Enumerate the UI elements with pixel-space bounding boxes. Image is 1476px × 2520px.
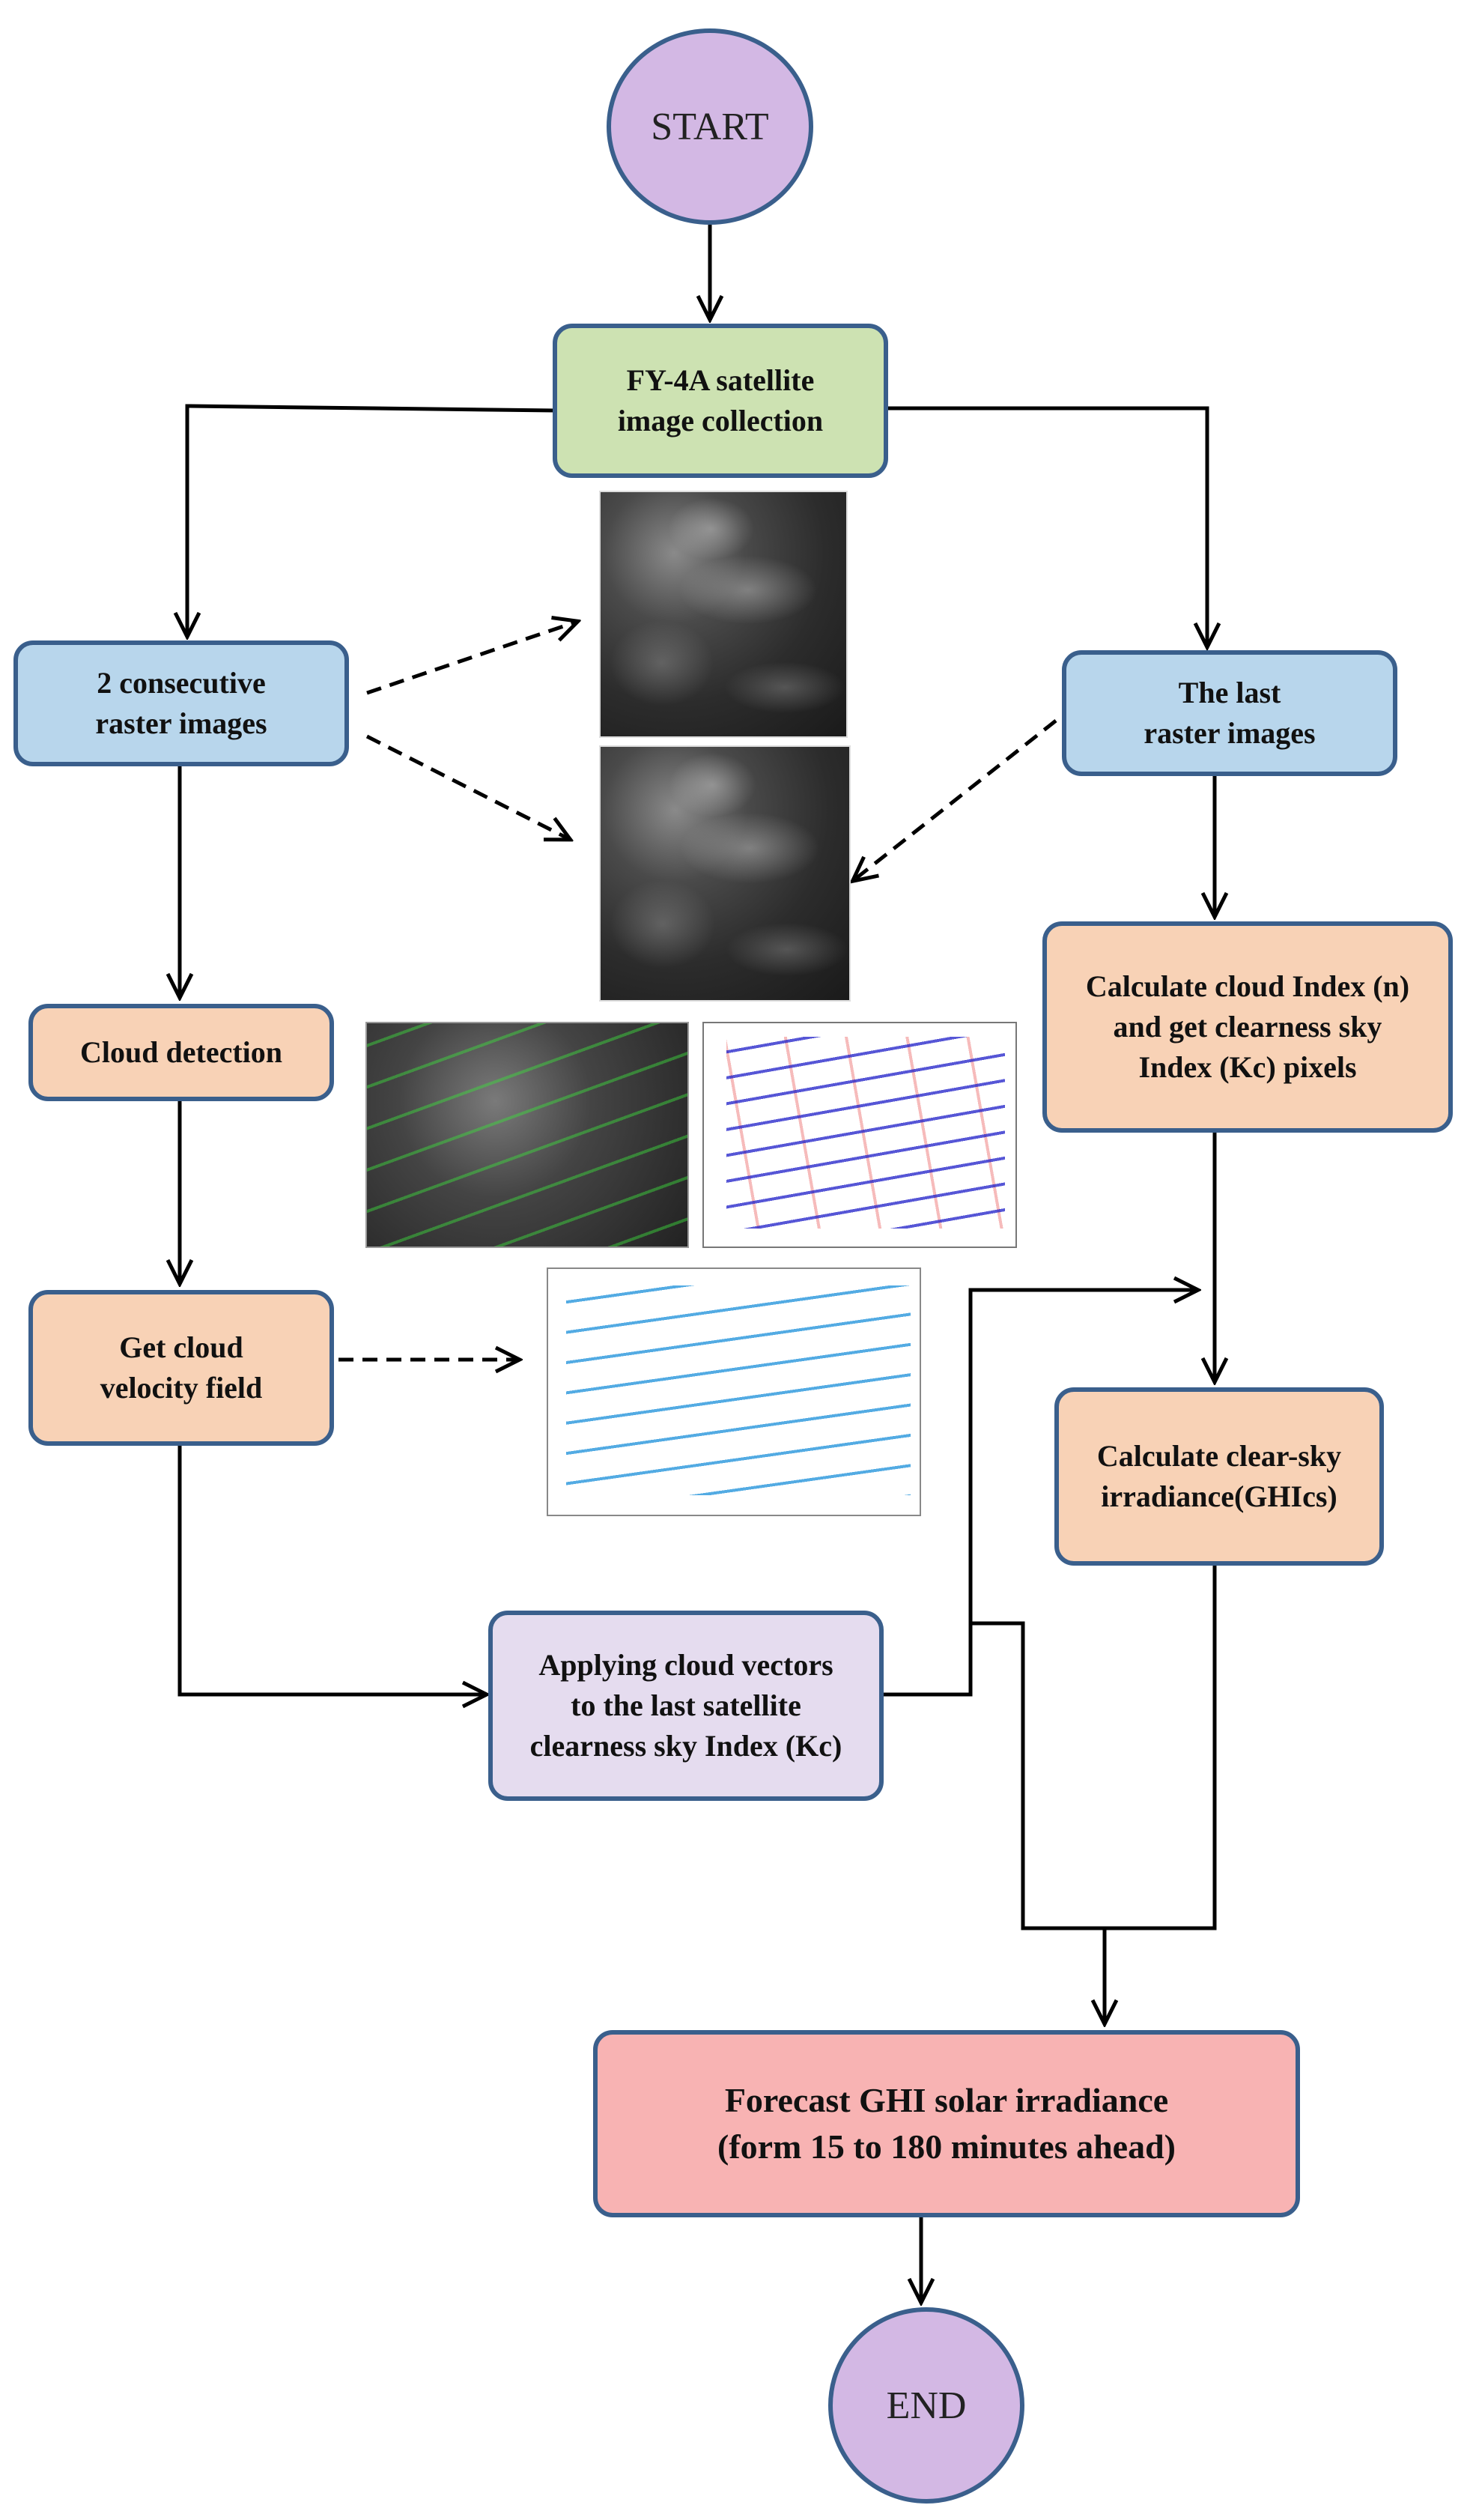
cloud-motion-overlay-image	[365, 1022, 689, 1248]
last-raster-images-label: The last raster images	[1144, 676, 1316, 750]
end-node: END	[828, 2307, 1024, 2504]
dashed-arrow-last-image-to-bottom-sat	[854, 719, 1057, 880]
vector-field-plot-blue	[547, 1267, 921, 1516]
clear-sky-irradiance-label: Calculate clear-sky irradiance(GHIcs)	[1096, 1439, 1342, 1513]
forecast-box: Forecast GHI solar irradiance (form 15 t…	[593, 2030, 1300, 2217]
end-label: END	[886, 2384, 967, 2427]
arrow-velocity-to-apply	[177, 1446, 485, 1694]
cloud-velocity-label: Get cloud velocity field	[100, 1330, 263, 1405]
start-label: START	[651, 105, 769, 148]
clear-sky-irradiance-box: Calculate clear-sky irradiance(GHIcs)	[1054, 1387, 1384, 1566]
cloud-detection-label: Cloud detection	[80, 1035, 282, 1069]
forecast-label: Forecast GHI solar irradiance (form 15 t…	[717, 2080, 1176, 2166]
dashed-arrow-two-images-to-bottom-sat	[365, 734, 569, 839]
collection-label: FY-4A satellite image collection	[617, 363, 824, 437]
cloud-detection-box: Cloud detection	[28, 1004, 334, 1101]
dashed-arrow-two-images-to-top-sat	[366, 622, 577, 695]
satellite-image-top	[599, 491, 848, 738]
two-consecutive-images-box: 2 consecutive raster images	[13, 640, 349, 766]
cloud-index-box: Calculate cloud Index (n) and get clearn…	[1042, 921, 1453, 1133]
start-node: START	[607, 28, 813, 225]
line-apply-to-forecast	[971, 1566, 1217, 1930]
arrow-apply-to-upper	[884, 1290, 1197, 1697]
cloud-velocity-box: Get cloud velocity field	[28, 1290, 334, 1446]
last-raster-images-box: The last raster images	[1062, 650, 1397, 776]
arrow-collection-to-last-image	[885, 406, 1207, 646]
vector-field-plot-red-blue	[702, 1022, 1017, 1248]
satellite-image-bottom	[599, 745, 851, 1002]
arrow-collection-to-two-images	[187, 404, 556, 635]
apply-cloud-vectors-box: Applying cloud vectors to the last satel…	[488, 1611, 884, 1801]
two-consecutive-images-label: 2 consecutive raster images	[95, 666, 267, 740]
apply-cloud-vectors-label: Applying cloud vectors to the last satel…	[529, 1648, 842, 1763]
collection-box: FY-4A satellite image collection	[553, 324, 888, 478]
cloud-index-label: Calculate cloud Index (n) and get clearn…	[1085, 969, 1410, 1084]
